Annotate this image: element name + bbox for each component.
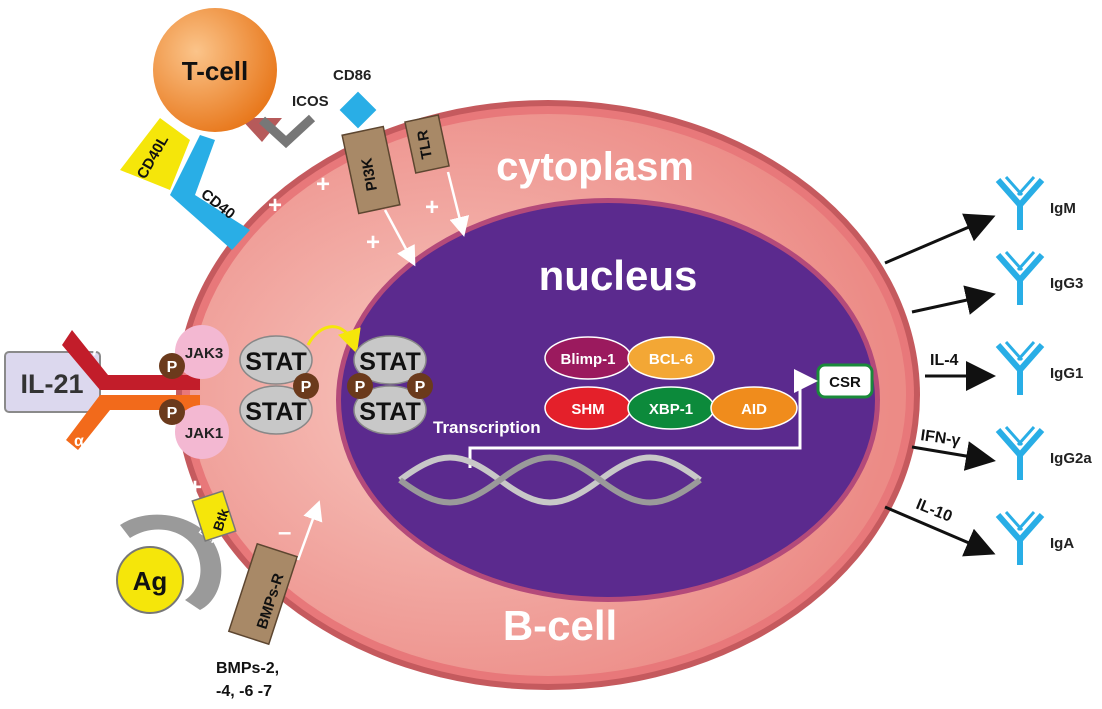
phospho-label: P: [167, 405, 178, 422]
cytokine-label: IFN-γ: [919, 427, 961, 449]
output-arrow: [911, 441, 996, 471]
cd40l-shape: [120, 118, 190, 190]
icos-label: ICOS: [292, 93, 329, 110]
tf-label: XBP-1: [649, 401, 693, 418]
dna-strand: [398, 454, 702, 506]
tf-aid: [710, 386, 798, 430]
stat-label: STAT: [245, 398, 307, 426]
tf-label: Blimp-1: [560, 351, 615, 368]
translocation-arrow: [306, 325, 361, 354]
phospho-circle: [159, 353, 185, 379]
tlr-box: [404, 114, 450, 174]
phospho-circle: [347, 373, 373, 399]
gamma-c-label: γc: [90, 337, 109, 356]
plus-sign: +: [425, 194, 439, 221]
btk-box: [191, 490, 237, 542]
t-cell-body: [153, 8, 277, 132]
bmps-line-2: -4, -6 -7: [216, 683, 272, 700]
phospho-circle: [159, 399, 185, 425]
jak1: [175, 405, 229, 459]
minus-sign: –: [278, 519, 291, 546]
stat-shape: [353, 385, 427, 435]
stat-shape: [239, 385, 313, 435]
transcription-label: Transcription: [433, 418, 541, 437]
bcr-complex: BCR Ag Btk: [116, 490, 237, 614]
cd86-label: CD86: [333, 67, 371, 84]
membrane-receptors: CD86 PI3K TLR: [333, 67, 470, 267]
stat-label: STAT: [359, 348, 421, 376]
stat-label: STAT: [245, 348, 307, 376]
il21-label: IL-21: [20, 369, 83, 399]
antibody-icon: [995, 251, 1045, 305]
plus-sign: +: [366, 229, 380, 256]
stat-shape: [353, 335, 427, 385]
tlr-arrow: [446, 171, 470, 237]
phospho-label: P: [355, 379, 366, 396]
bmps-arrow: [296, 500, 323, 561]
cytoplasm-label: cytoplasm: [496, 145, 694, 189]
output-arrow: [911, 285, 996, 315]
phospho-circle: [293, 373, 319, 399]
alpha-label: α: [74, 433, 84, 450]
cytokine-label: IL-4: [930, 352, 959, 369]
pi3k-label: PI3K: [358, 156, 381, 192]
cd86-shape: [339, 91, 377, 129]
tlr-label: TLR: [414, 128, 436, 160]
bmps-r-box: [227, 542, 299, 646]
nucleus-label: nucleus: [539, 252, 698, 299]
isotype-label: IgG1: [1050, 365, 1083, 382]
cd40-shape: [170, 135, 250, 250]
jak3: [175, 325, 229, 379]
jak1-label: JAK1: [185, 425, 223, 442]
antibody-icon: [995, 341, 1045, 395]
phospho-label: P: [301, 379, 312, 396]
antibody-icon: [995, 176, 1045, 230]
transcription-arrow: [468, 369, 818, 468]
stat-label: STAT: [359, 398, 421, 426]
phospho-circle: [407, 373, 433, 399]
icos-receptor: [258, 114, 316, 149]
stat-pair-cytoplasm: STAT STAT P: [239, 335, 319, 435]
dna-strand: [398, 454, 702, 506]
plus-sign: +: [188, 474, 202, 501]
bcr-receptor: [120, 514, 222, 610]
pi3k-box: [341, 125, 401, 215]
antibody-icon: [995, 426, 1045, 480]
jak3-label: JAK3: [185, 345, 223, 362]
pi3k-arrow: [383, 209, 416, 267]
isotype-label: IgG2a: [1050, 450, 1092, 467]
antibody-icon: [995, 511, 1045, 565]
isotype-label: IgA: [1050, 535, 1074, 552]
tf-bcl6: [627, 336, 715, 380]
tf-label: AID: [741, 401, 767, 418]
isotype-label: IgM: [1050, 200, 1076, 217]
btk-label: Btk: [210, 506, 232, 533]
dna-helix: [398, 454, 702, 506]
plus-signs: + + + + + –: [188, 171, 439, 546]
b-cell-label: B-cell: [503, 602, 617, 649]
plus-sign: +: [316, 171, 330, 198]
t-cell-label: T-cell: [182, 56, 248, 86]
transcription-factors: Blimp-1 BCL-6 SHM XBP-1 AID: [544, 336, 798, 430]
il21-receptor: IL-21 γc α JAK3 JAK1 P P: [4, 325, 229, 459]
phospho-label: P: [415, 379, 426, 396]
isotype-label: IgG3: [1050, 275, 1083, 292]
stat-shape: [239, 335, 313, 385]
csr-box: [816, 363, 874, 399]
csr-label: CSR: [829, 374, 861, 391]
tf-label: BCL-6: [649, 351, 693, 368]
tf-label: SHM: [571, 401, 604, 418]
bmps-receptor: BMPs-R BMPs-2, -4, -6 -7: [216, 500, 323, 700]
antigen: [116, 546, 184, 614]
bmps-line-1: BMPs-2,: [216, 660, 279, 677]
output-arrow: [884, 505, 996, 557]
antigen-label: Ag: [133, 566, 168, 596]
phospho-label: P: [167, 359, 178, 376]
stat-dimer-nucleus: STAT STAT P P: [347, 335, 433, 435]
output-arrow: [884, 213, 996, 265]
plus-sign: +: [268, 192, 282, 219]
